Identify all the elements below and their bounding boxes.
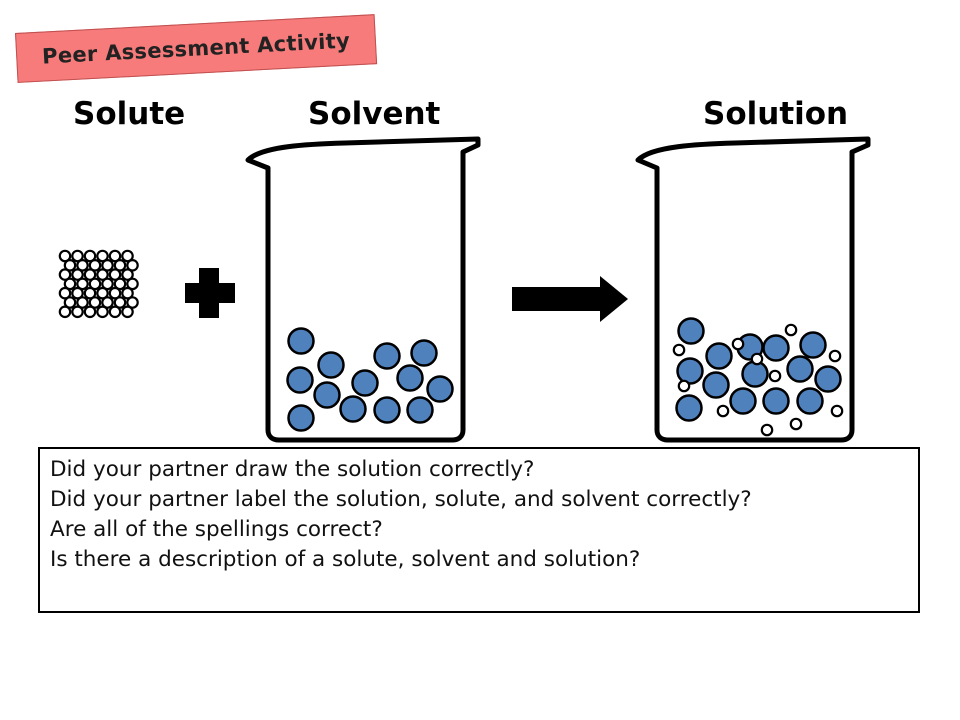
solute-particle: [76, 258, 89, 272]
solute-particle: [96, 286, 109, 300]
solvent-particle: [317, 351, 345, 379]
plus-icon: [185, 268, 235, 318]
solute-particle: [83, 249, 97, 263]
solute-particle: [83, 268, 97, 281]
solute-particle: [784, 323, 798, 337]
solute-particle: [71, 249, 84, 263]
solute-particle: [121, 305, 134, 319]
question-1: Did your partner draw the solution corre…: [50, 457, 535, 482]
solute-particle: [76, 277, 89, 291]
solute-particle: [760, 423, 774, 437]
solvent-particle: [396, 364, 424, 392]
solvent-particle: [786, 355, 814, 383]
solute-particle: [121, 249, 134, 263]
solvent-particle: [287, 404, 315, 432]
solute-particle: [101, 296, 114, 309]
solute-particle: [121, 286, 134, 300]
solute-particle: [63, 296, 77, 309]
solute-particle: [113, 277, 127, 291]
solute-particle: [88, 258, 102, 272]
solute-particle: [108, 268, 122, 281]
solute-particle: [88, 277, 102, 291]
solute-particle: [63, 277, 77, 291]
solute-particle: [830, 404, 844, 418]
solute-particle: [789, 417, 803, 431]
solute-particle: [677, 379, 691, 393]
solvent-particle: [799, 331, 827, 359]
solvent-particle: [313, 381, 341, 409]
solute-particle: [101, 277, 114, 291]
solute-particle: [672, 343, 686, 357]
solvent-particle: [675, 394, 703, 422]
solvent-particle: [286, 366, 314, 394]
solute-particle: [121, 268, 134, 281]
solvent-particle: [406, 396, 434, 424]
solute-particle-cluster: [58, 249, 139, 319]
solute-particle: [88, 296, 102, 309]
solute-particle: [101, 258, 114, 272]
solute-particle: [58, 305, 72, 319]
solute-particle: [108, 286, 122, 300]
solution-particles: [672, 317, 844, 437]
solvent-particle: [373, 342, 401, 370]
solute-particle: [113, 296, 127, 309]
solvent-heading: Solvent: [308, 96, 441, 132]
solvent-particle: [339, 395, 367, 423]
solvent-particle: [762, 387, 790, 415]
solute-particle: [126, 258, 139, 272]
solute-particle: [83, 305, 97, 319]
solute-particle: [126, 296, 139, 309]
solvent-particle: [729, 387, 757, 415]
solvent-particle: [762, 334, 790, 362]
solute-particle: [768, 369, 782, 383]
solute-particle: [63, 258, 77, 272]
solvent-particle: [410, 339, 438, 367]
solute-particle: [108, 249, 122, 263]
solute-particle: [96, 249, 109, 263]
solvent-particle: [814, 365, 842, 393]
solute-particle: [828, 349, 842, 363]
solvent-particles: [286, 327, 454, 432]
solvent-particle: [676, 357, 704, 385]
solute-particle: [58, 249, 72, 263]
solute-particle: [71, 305, 84, 319]
solute-particle: [108, 305, 122, 319]
solute-particle: [113, 258, 127, 272]
solute-heading: Solute: [73, 96, 186, 132]
solvent-particle: [677, 317, 705, 345]
solute-particle: [71, 268, 84, 281]
solute-particle: [731, 337, 745, 351]
solute-particle: [96, 268, 109, 281]
question-4: Is there a description of a solute, solv…: [50, 547, 641, 572]
solute-particle: [126, 277, 139, 291]
solute-particle: [58, 268, 72, 281]
solvent-particle: [426, 375, 454, 403]
solvent-particle: [373, 396, 401, 424]
solute-particle: [76, 296, 89, 309]
question-2: Did your partner label the solution, sol…: [50, 487, 752, 512]
solute-particle: [716, 404, 730, 418]
peer-assessment-questions: Did your partner draw the solution corre…: [38, 447, 920, 613]
solute-particle: [750, 352, 764, 366]
right-arrow-icon: [512, 276, 628, 322]
solvent-particle: [287, 327, 315, 355]
solvent-particle: [351, 369, 379, 397]
solute-particle: [71, 286, 84, 300]
question-3: Are all of the spellings correct?: [50, 517, 383, 542]
solution-heading: Solution: [703, 96, 849, 132]
solvent-particle: [796, 387, 824, 415]
solute-particle: [58, 286, 72, 300]
solute-particle: [96, 305, 109, 319]
solvent-particle: [705, 342, 733, 370]
solvent-particle: [702, 371, 730, 399]
solvent-particle: [741, 360, 769, 388]
solute-particle: [83, 286, 97, 300]
